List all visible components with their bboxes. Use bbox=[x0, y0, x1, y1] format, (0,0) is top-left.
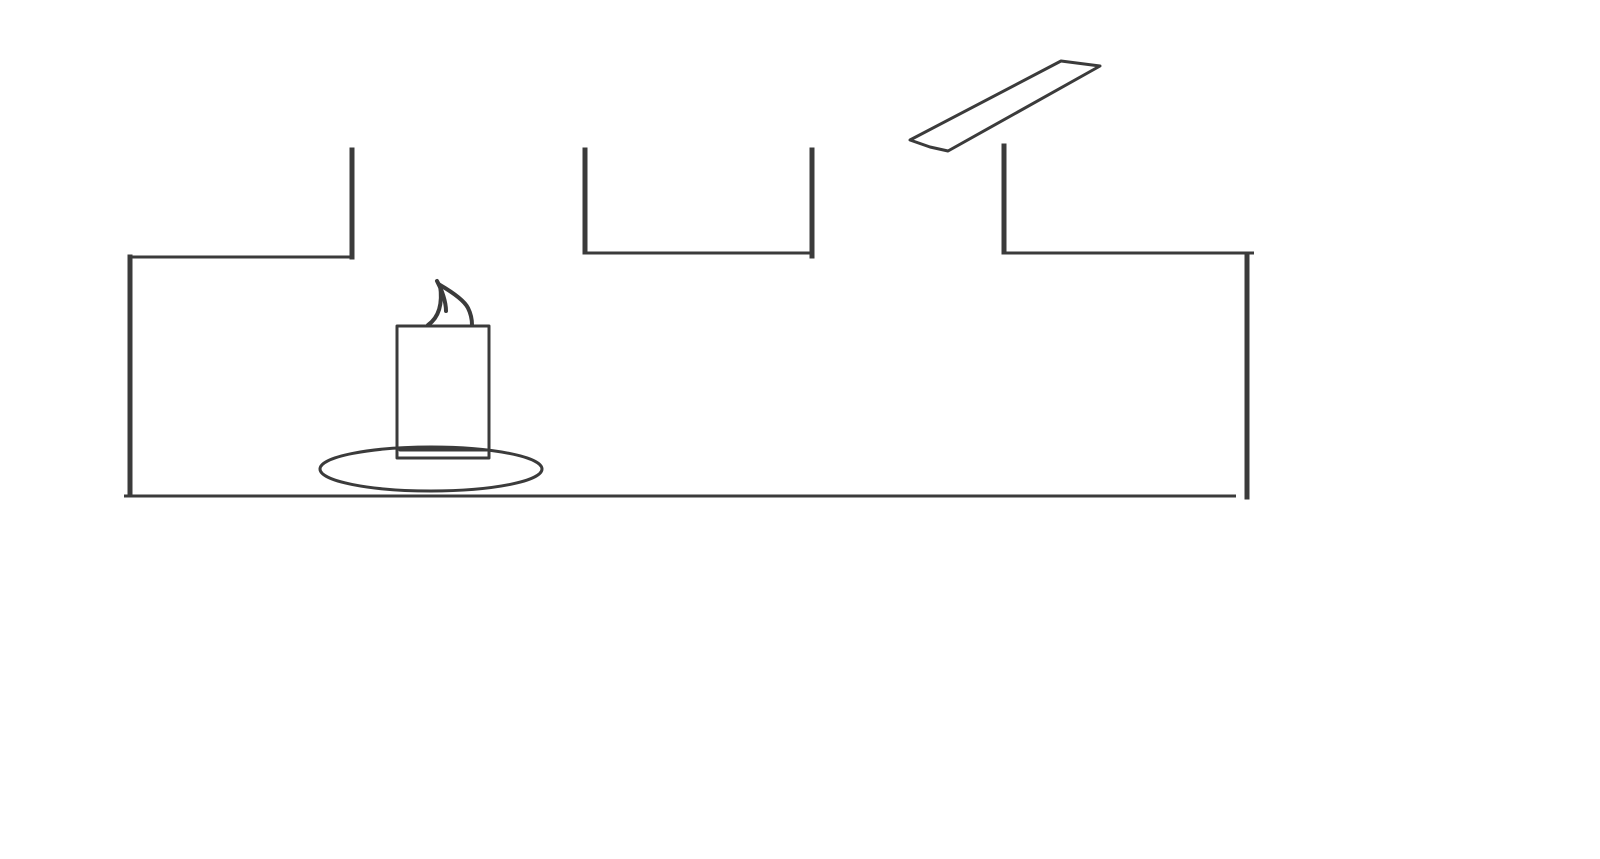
lid-board-shape bbox=[908, 59, 1102, 153]
box-outline bbox=[124, 143, 1254, 500]
candle-body bbox=[395, 324, 491, 460]
lid-board bbox=[908, 59, 1102, 153]
candle-dish bbox=[318, 445, 544, 493]
candle-flame-icon bbox=[426, 281, 474, 327]
candle-group bbox=[318, 279, 544, 493]
candle-wick-icon bbox=[435, 279, 448, 313]
